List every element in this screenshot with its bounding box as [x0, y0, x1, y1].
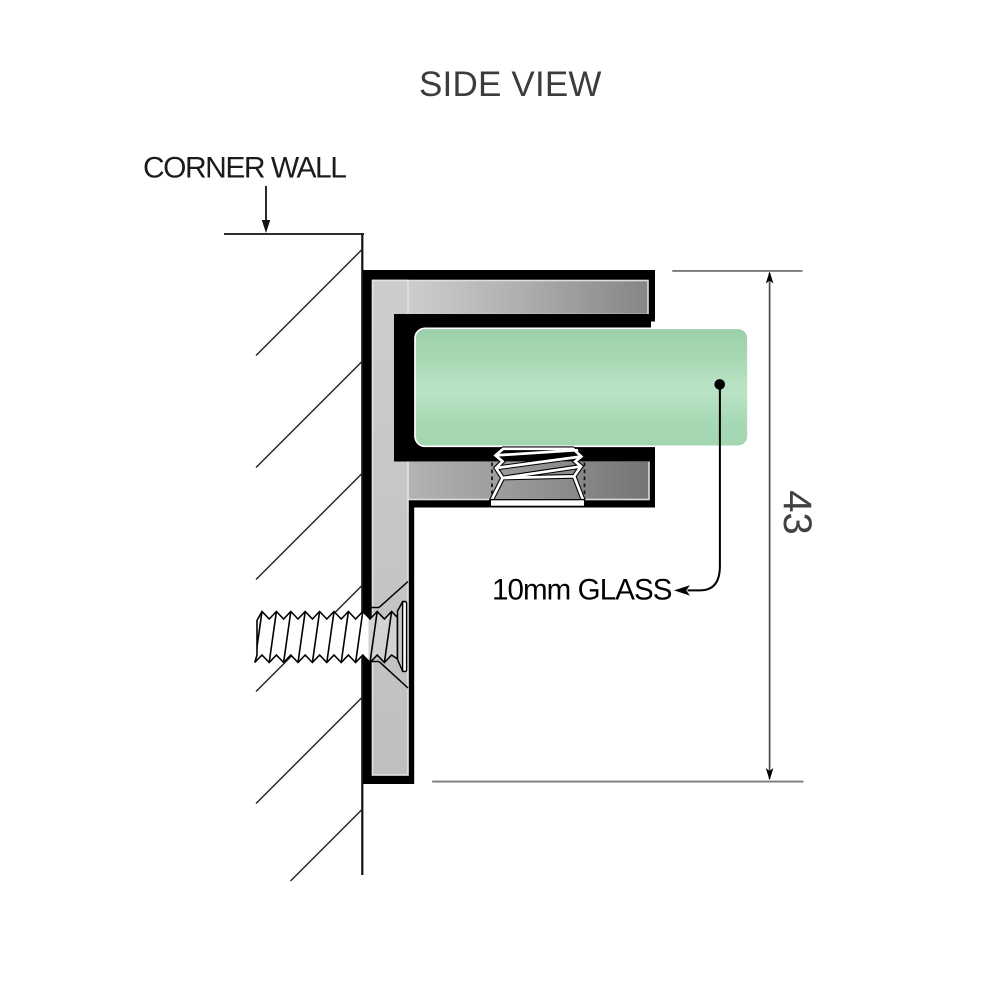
svg-text:43: 43: [775, 490, 819, 535]
svg-text:SIDE VIEW: SIDE VIEW: [419, 65, 602, 104]
svg-text:10mm GLASS: 10mm GLASS: [492, 574, 672, 607]
svg-text:CORNER WALL: CORNER WALL: [143, 152, 346, 185]
